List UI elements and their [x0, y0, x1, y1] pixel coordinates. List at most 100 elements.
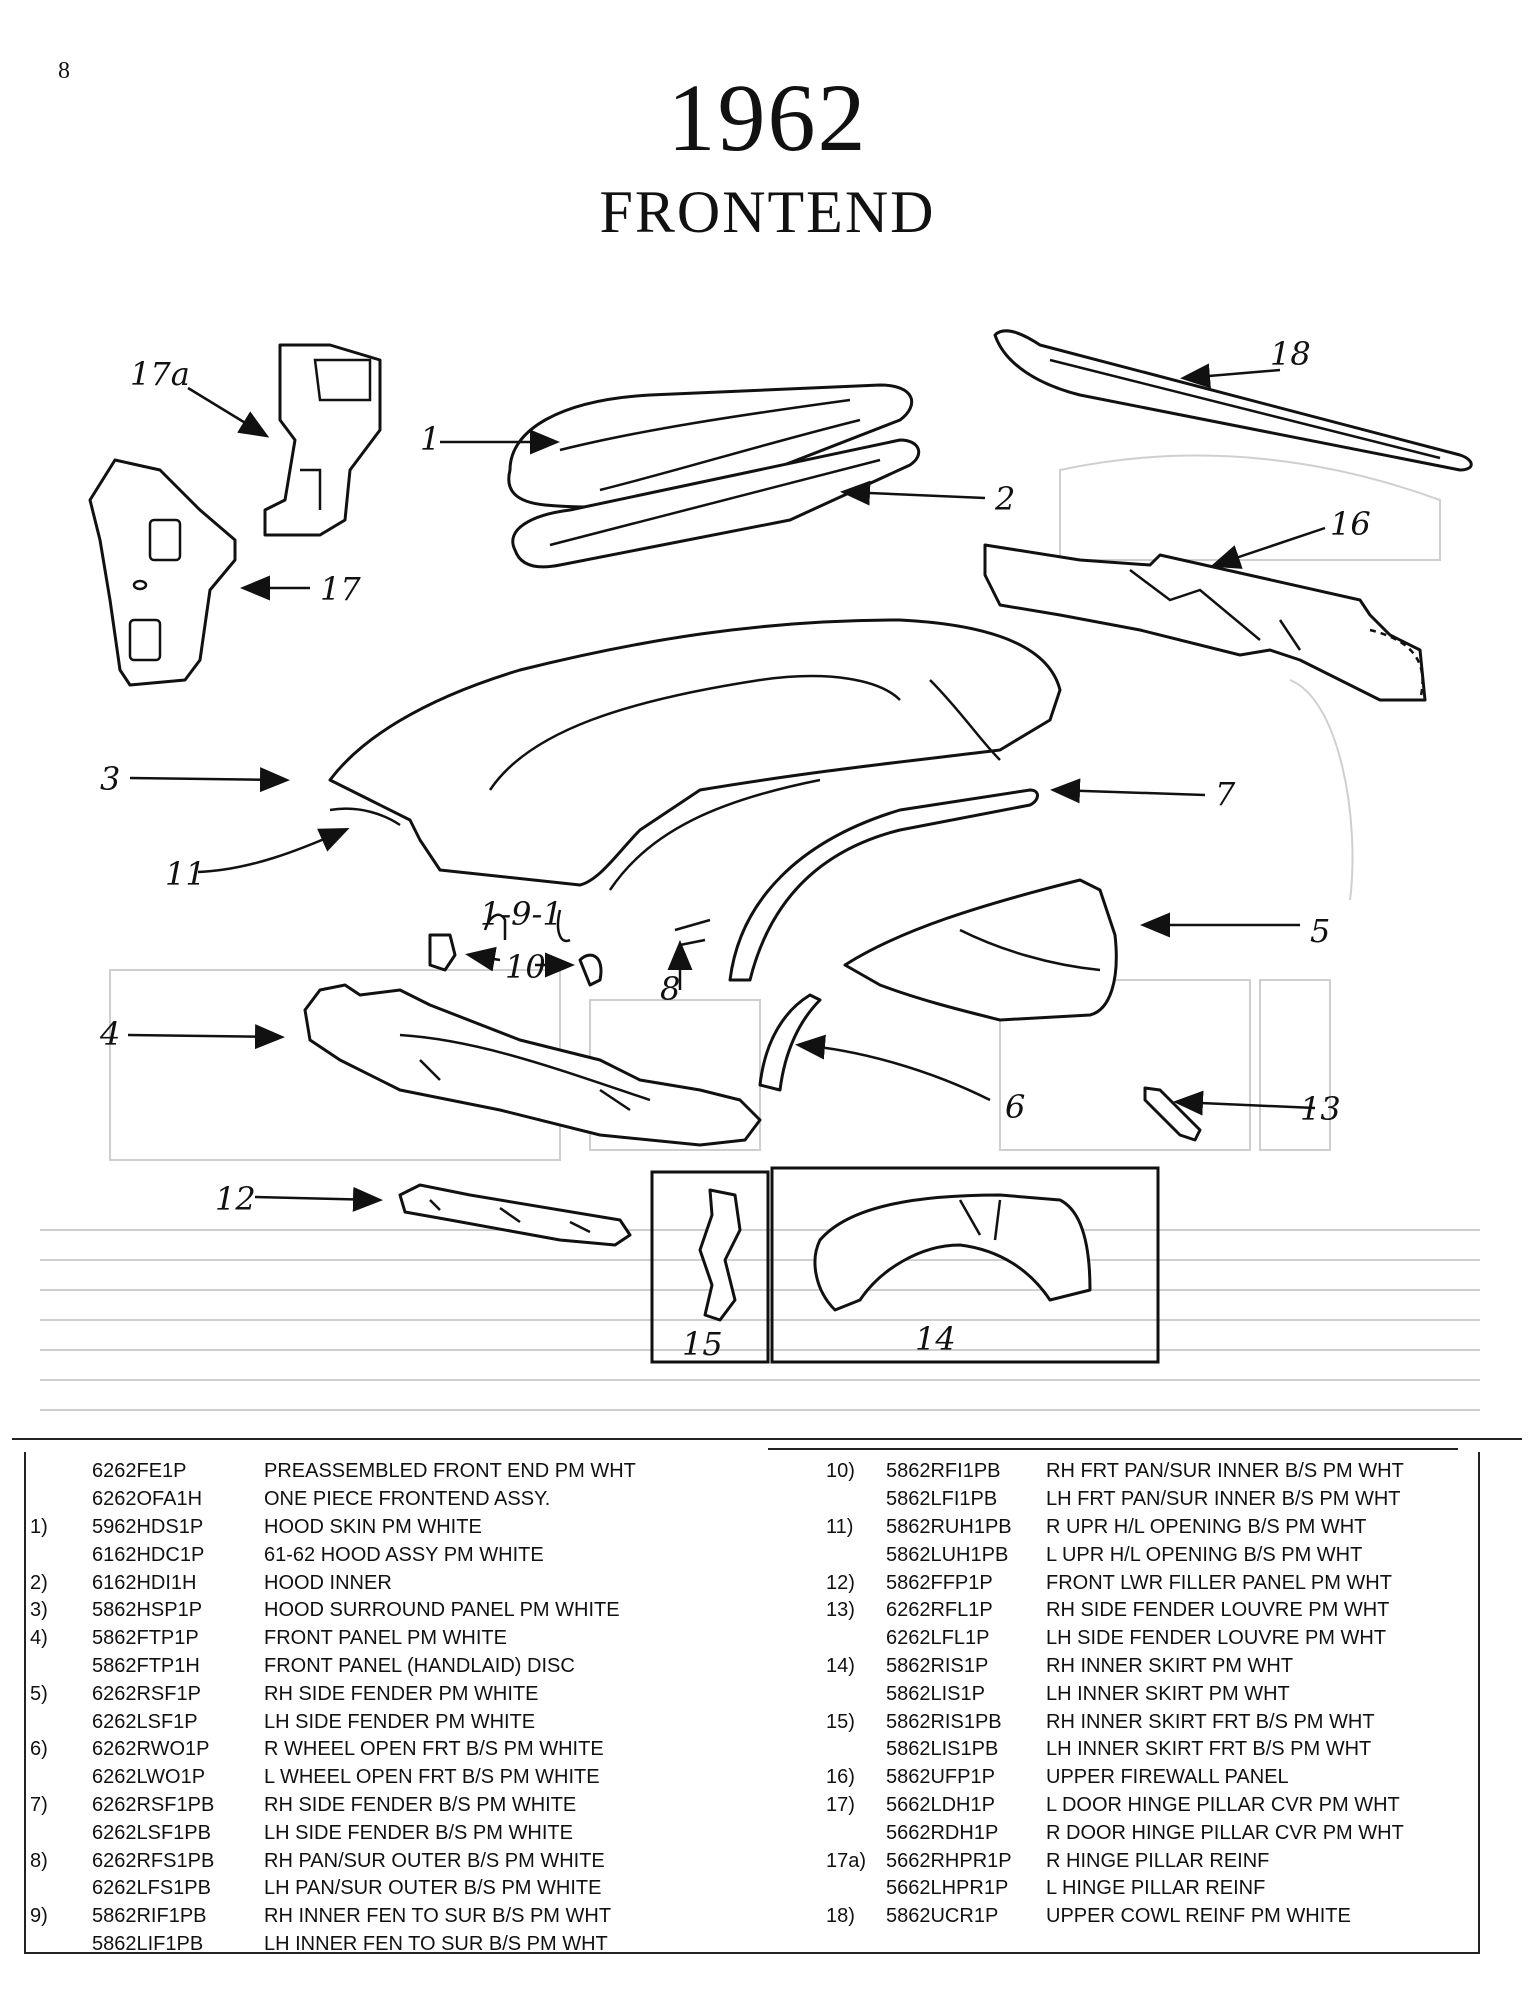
legend-part-code: 6262RFS1PB: [92, 1849, 215, 1872]
legend-part-description: FRONT PANEL PM WHITE: [264, 1627, 507, 1650]
legend-part-description: LH INNER SKIRT PM WHT: [1046, 1682, 1290, 1705]
legend-part-code: 6262FE1P: [92, 1460, 187, 1483]
legend-item-number: 5): [30, 1682, 48, 1705]
callout-7: 7: [1215, 775, 1236, 813]
callout-17a: 17a: [130, 355, 190, 393]
legend-part-description: RH PAN/SUR OUTER B/S PM WHITE: [264, 1849, 605, 1872]
legend-part-description: RH SIDE FENDER LOUVRE PM WHT: [1046, 1599, 1390, 1622]
legend-part-description: HOOD SURROUND PANEL PM WHITE: [264, 1599, 620, 1622]
callout-16: 16: [1330, 505, 1371, 543]
callout-12: 12: [215, 1180, 256, 1218]
callout-6: 6: [1005, 1088, 1025, 1126]
bleed-through-background: [40, 454, 1480, 1411]
part-2-hood-inner: [511, 438, 921, 569]
legend-part-code: 5862FTP1P: [92, 1627, 199, 1650]
legend-part-description: ONE PIECE FRONTEND ASSY.: [264, 1488, 551, 1511]
legend-part-description: LH INNER SKIRT FRT B/S PM WHT: [1046, 1738, 1372, 1761]
legend-part-description: RH SIDE FENDER B/S PM WHITE: [264, 1793, 577, 1816]
callout-5: 5: [1310, 912, 1330, 950]
legend-part-code: 5962HDS1P: [92, 1515, 204, 1538]
legend-part-code: 5862RIF1PB: [92, 1905, 207, 1928]
callout-4: 4: [99, 1015, 120, 1053]
callout-3: 3: [100, 760, 120, 798]
legend-part-code: 6262RSF1PB: [92, 1793, 215, 1816]
part-5-side-fender: [843, 878, 1118, 1022]
legend-part-code: 6162HDI1H: [92, 1571, 197, 1594]
legend-part-code: 5862LIF1PB: [92, 1932, 204, 1955]
callout-11: 11: [165, 855, 206, 893]
part-18-upper-cowl-reinf: [993, 329, 1473, 472]
legend-part-code: 5662LHPR1P: [886, 1877, 1009, 1900]
legend-part-description: FRONT PANEL (HANDLAID) DISC: [264, 1654, 575, 1677]
legend-item-number: 1): [30, 1515, 48, 1538]
part-3-hood-surround-panel: [328, 618, 1062, 891]
part-4-front-panel: [303, 983, 762, 1147]
callout-arrows: [127, 363, 1326, 1212]
part-6-wheel-opening-frt-bs: [758, 993, 822, 1092]
legend-part-description: LH SIDE FENDER PM WHITE: [264, 1710, 536, 1733]
legend-part-code: 5862RIS1P: [886, 1654, 989, 1677]
legend-part-code: 6262LSF1P: [92, 1710, 198, 1733]
legend-part-description: LH SIDE FENDER B/S PM WHITE: [264, 1821, 573, 1844]
callout-18: 18: [1270, 335, 1311, 373]
part-17-door-hinge-pillar-cover: [88, 458, 237, 687]
legend-part-code: 5862LFI1PB: [886, 1488, 998, 1511]
legend-part-code: 5862FFP1P: [886, 1571, 993, 1594]
part-13-side-fender-louvre: [1143, 1086, 1202, 1142]
legend-part-code: 5862LUH1PB: [886, 1543, 1009, 1566]
legend-part-description: UPPER FIREWALL PANEL: [1046, 1766, 1289, 1789]
part-8-pan-sur-outer: [674, 918, 711, 947]
callout-9: 1-9-1: [480, 895, 563, 933]
legend-item-number: 14): [826, 1654, 855, 1677]
legend-item-number: 12): [826, 1571, 855, 1594]
legend-part-description: RH INNER SKIRT FRT B/S PM WHT: [1046, 1710, 1375, 1733]
legend-part-code: 5862HSP1P: [92, 1599, 203, 1622]
legend-row: 5862FTP1H FRONT PANEL (HANDLAID) DISC: [26, 1653, 756, 1681]
page-subtitle: FRONTEND: [599, 179, 936, 245]
legend-part-description: L UPR H/L OPENING B/S PM WHT: [1046, 1543, 1363, 1566]
legend-item-number: 8): [30, 1849, 48, 1872]
legend-item-number: 18): [826, 1905, 855, 1928]
part-10-frt-pan-sur-inner: [428, 933, 603, 987]
legend-item-number: 4): [30, 1627, 48, 1650]
legend-part-description: L WHEEL OPEN FRT B/S PM WHITE: [264, 1766, 600, 1789]
legend-item-number: 17): [826, 1793, 855, 1816]
legend-row: 5862LUH1PB L UPR H/L OPENING B/S PM WHT: [786, 1541, 1486, 1569]
legend-right-rule: [768, 1448, 1458, 1450]
legend-part-description: RH INNER SKIRT PM WHT: [1046, 1654, 1294, 1677]
legend-part-description: RH INNER FEN TO SUR B/S PM WHT: [264, 1905, 612, 1928]
legend-part-code: 5662RHPR1P: [886, 1849, 1012, 1872]
part-11-upr-headlight-opening: [329, 807, 401, 827]
part-17a-hinge-pillar-reinf: [263, 343, 382, 537]
legend-item-number: 6): [30, 1738, 48, 1761]
legend-part-description: FRONT LWR FILLER PANEL PM WHT: [1046, 1571, 1392, 1594]
legend-part-description: LH INNER FEN TO SUR B/S PM WHT: [264, 1932, 608, 1955]
legend-part-code: 5862FTP1H: [92, 1654, 200, 1677]
legend-row: 5862LIF1PB LH INNER FEN TO SUR B/S PM WHT: [26, 1931, 756, 1959]
legend-part-description: UPPER COWL REINF PM WHITE: [1046, 1905, 1351, 1928]
legend-part-code: 5862RUH1PB: [886, 1515, 1012, 1538]
page-number: 8: [58, 58, 70, 84]
legend-part-code: 6262RSF1P: [92, 1682, 201, 1705]
legend-part-description: L DOOR HINGE PILLAR CVR PM WHT: [1046, 1793, 1400, 1816]
